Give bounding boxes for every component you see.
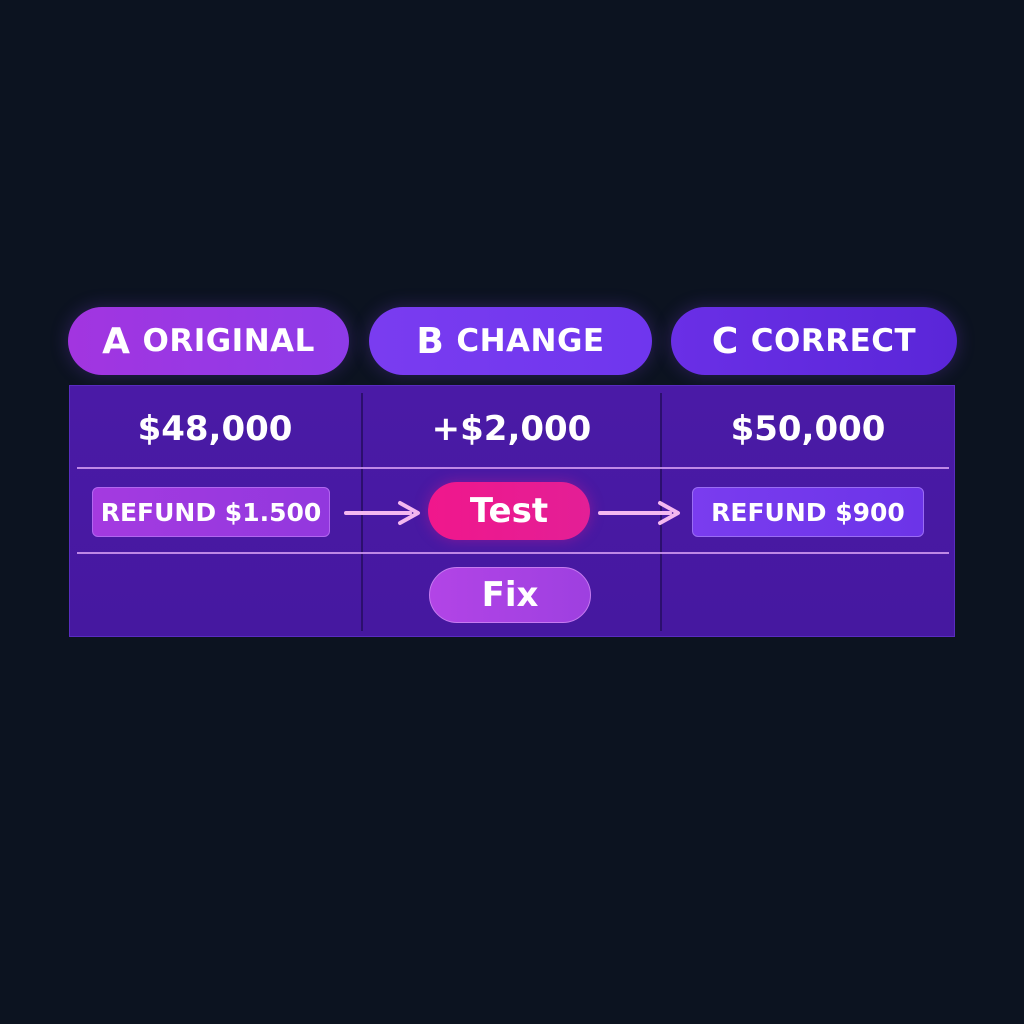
refund-original: REFUND $1.500	[92, 487, 330, 537]
header-letter: C	[711, 320, 739, 362]
header-word: ORIGINAL	[142, 323, 315, 359]
header-letter: B	[416, 320, 445, 362]
header-change: B CHANGE	[369, 307, 652, 375]
row-divider	[77, 552, 949, 554]
header-word: CORRECT	[750, 323, 917, 359]
arrow-right-icon	[344, 501, 420, 525]
test-step: Test	[428, 482, 590, 540]
refund-correct: REFUND $900	[692, 487, 924, 537]
row-divider	[77, 467, 949, 469]
amount-change: +$2,000	[431, 409, 592, 449]
header-original: A ORIGINAL	[68, 307, 349, 375]
fix-step: Fix	[429, 567, 591, 623]
header-correct: C CORRECT	[671, 307, 957, 375]
header-letter: A	[102, 320, 131, 362]
amount-correct: $50,000	[730, 409, 886, 449]
arrow-right-icon	[598, 501, 680, 525]
amount-original: $48,000	[137, 409, 293, 449]
header-word: CHANGE	[456, 323, 605, 359]
